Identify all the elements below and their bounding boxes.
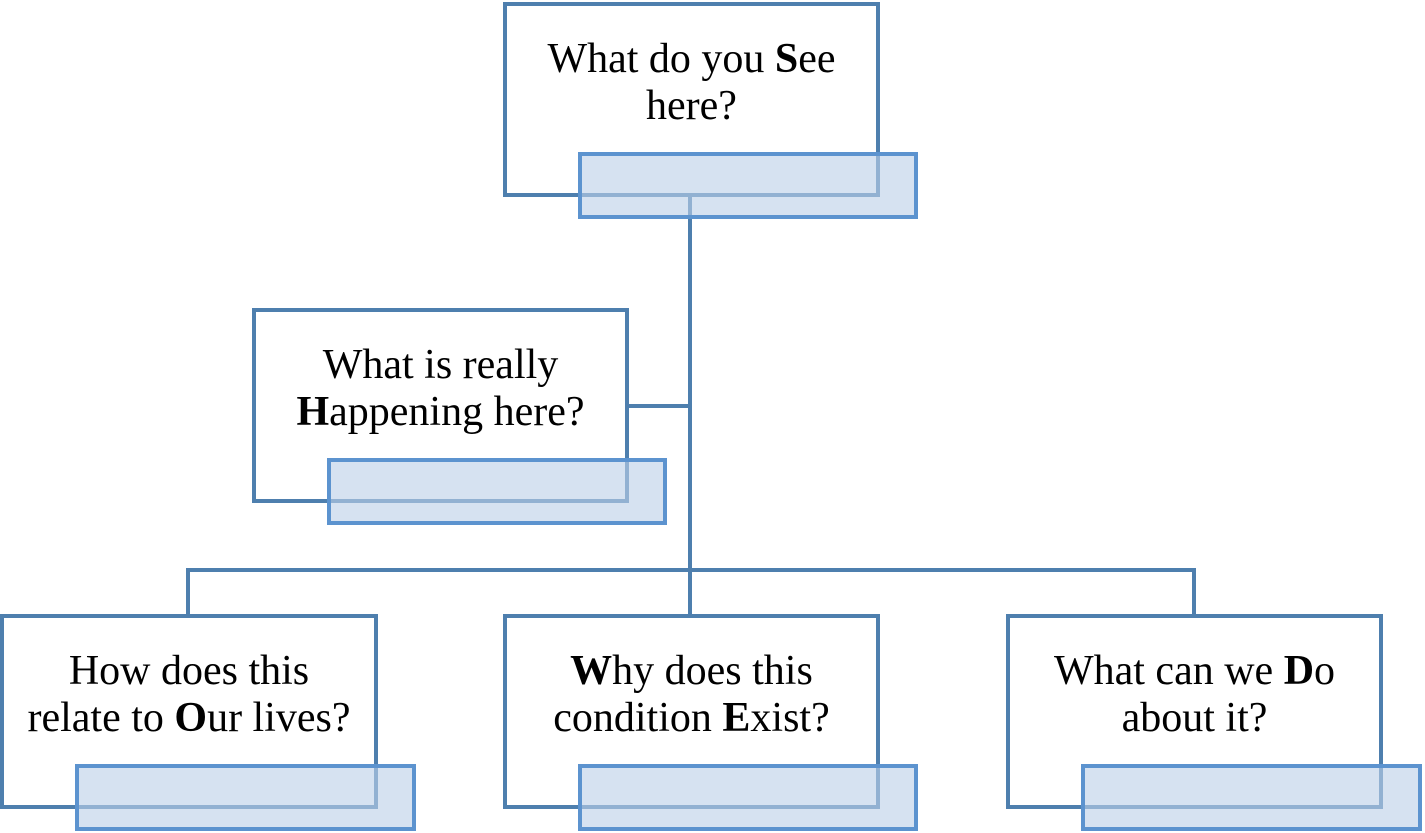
text-segment: ur lives? [207,694,351,741]
text-segment: How does this [68,647,310,694]
node-tab-see [578,152,918,219]
node-tab-our-lives [75,764,416,831]
text-segment: condition [553,694,723,741]
node-text-line: What can we Do [1054,648,1335,695]
node-text-line: relate to Our lives? [27,695,350,742]
initial-letter: W [570,647,613,694]
node-text-line: Happening here? [296,389,584,436]
initial-letter: S [774,35,799,82]
node-text-line: What do you See [547,36,835,83]
text-segment: xist? [750,694,830,741]
connector-branch-happening [628,404,692,408]
connector-drop-our-lives [186,568,190,615]
connector-horizontal-bar [186,568,1196,572]
node-text-line: Why does this [553,648,830,695]
text-segment: ee [798,35,836,82]
initial-letter: D [1283,647,1315,694]
text-segment: relate to [27,694,175,741]
connector-drop-do [1192,568,1196,615]
node-tab-exist [578,764,918,831]
node-text-line: What is really [296,342,584,389]
text-segment: What is really [322,341,559,388]
initial-letter: E [722,694,751,741]
text-segment: What can we [1053,647,1284,694]
node-text-line: How does this [27,648,350,695]
text-segment: about it? [1121,694,1268,741]
node-text-line: condition Exist? [553,695,830,742]
initial-letter: H [296,388,330,435]
node-tab-do [1081,764,1422,831]
node-text-line: about it? [1054,695,1335,742]
initial-letter: O [174,694,208,741]
text-segment: here? [646,82,737,129]
text-segment: o [1314,647,1336,694]
text-segment: What do you [547,35,775,82]
text-segment: appening here? [329,388,585,435]
node-tab-happening [327,458,667,525]
text-segment: hy does this [612,647,813,694]
node-text-line: here? [547,83,835,130]
